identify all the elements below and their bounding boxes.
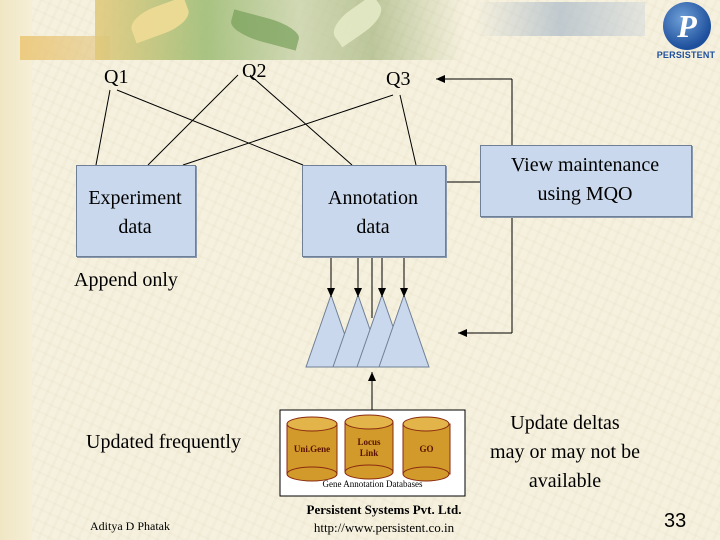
experiment-data-box [76, 165, 196, 257]
locuslink-line1: Locus [357, 437, 381, 447]
annotation-data-line2: data [356, 216, 390, 238]
annotation-data-box [302, 165, 446, 257]
locuslink-line2: Link [359, 448, 379, 458]
update-deltas-line3: available [528, 470, 602, 492]
query-connector-lines [95, 74, 417, 166]
query-label-q2: Q2 [242, 60, 267, 82]
cylinder-unigene [286, 416, 338, 482]
view-maintenance-arrows [436, 75, 513, 337]
append-only-label: Append only [74, 269, 178, 291]
view-maintenance-line1: View maintenance [510, 154, 660, 176]
footer-company: Persistent Systems Pvt. Ltd. [306, 502, 462, 517]
query-label-q3: Q3 [386, 68, 411, 90]
view-maintenance-label: View maintenance using MQO [480, 151, 690, 209]
logo-glyph: P [677, 8, 697, 44]
header-decoration-right [475, 2, 645, 36]
footer-url[interactable]: http://www.persistent.co.in [313, 520, 455, 535]
locuslink-label: Locus Link [345, 437, 393, 459]
database-caption: Gene Annotation Databases [322, 479, 423, 489]
logo-circle-icon [663, 2, 711, 50]
experiment-data-line2: data [118, 216, 152, 238]
view-triangles [305, 293, 430, 368]
persistent-logo: P PERSISTENT [657, 2, 720, 72]
view-maintenance-box [480, 145, 692, 217]
view-maintenance-line2: using MQO [537, 183, 633, 205]
triangle-arrows [327, 255, 408, 297]
unigene-label: Uni.Gene [293, 444, 331, 454]
cylinder-go [402, 416, 451, 482]
experiment-data-line1: Experiment [88, 187, 182, 209]
update-deltas-line1: Update deltas [510, 412, 620, 434]
cylinder-locuslink [344, 414, 394, 480]
database-cylinders [286, 414, 451, 482]
query-label-q1: Q1 [104, 66, 129, 88]
go-label: GO [419, 444, 434, 454]
update-deltas-line2: may or may not be [490, 441, 640, 463]
logo-wordmark: PERSISTENT [656, 50, 716, 60]
slide-page-number: 33 [664, 510, 687, 532]
annotation-data-line1: Annotation [328, 187, 418, 209]
footer-author: Aditya D Phatak [90, 519, 170, 533]
updated-frequently-label: Updated frequently [86, 431, 241, 453]
left-border-strip [0, 0, 32, 540]
experiment-data-label: Experiment data [76, 184, 194, 242]
update-deltas-label: Update deltas may or may not be availabl… [470, 409, 660, 496]
annotation-data-label: Annotation data [302, 184, 444, 242]
